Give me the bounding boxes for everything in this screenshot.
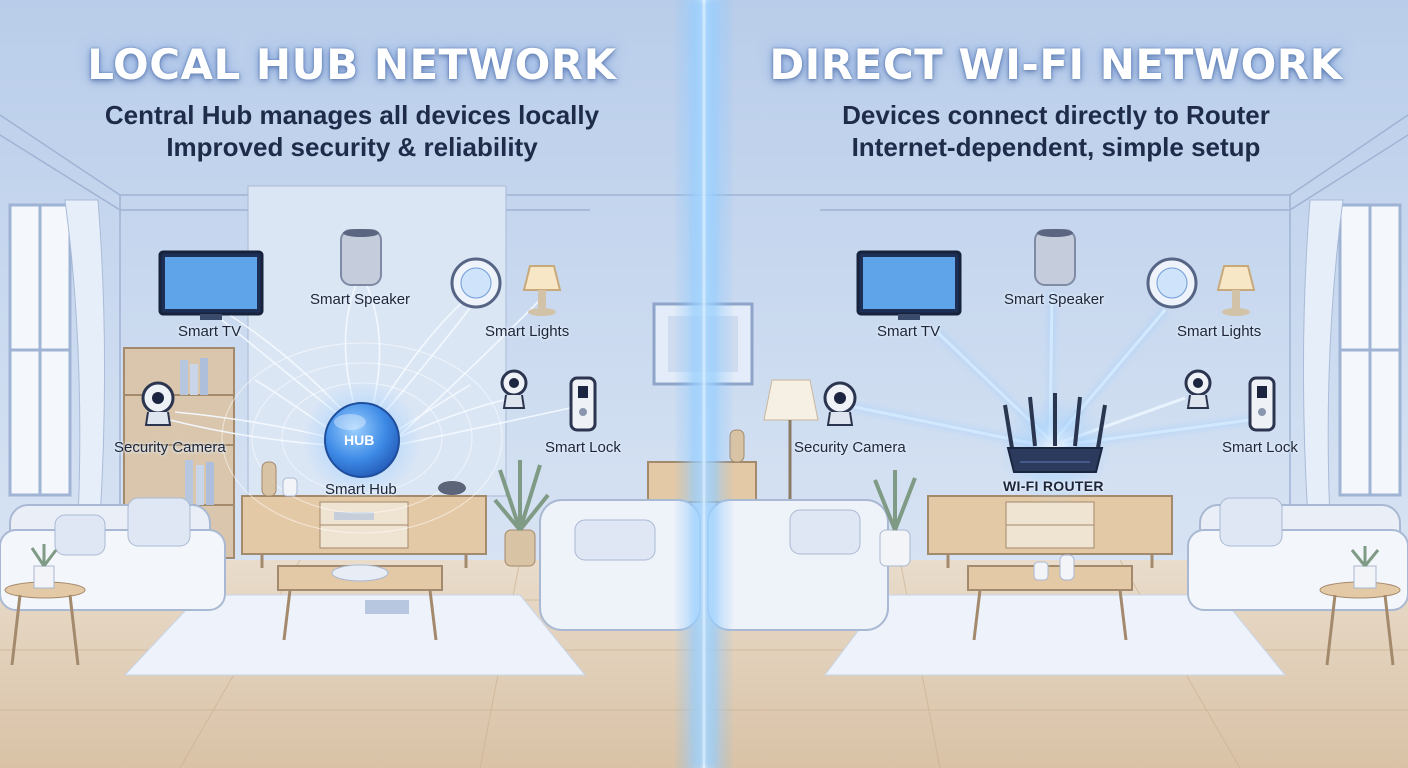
- center-right-sofa: [707, 499, 889, 631]
- vase: [1059, 554, 1075, 581]
- label-smart-lights: Smart Lights: [485, 323, 570, 340]
- label-wifi-router: WI-FI ROUTER: [1003, 478, 1104, 494]
- speaker-icon[interactable]: [340, 229, 382, 286]
- label-smart-lock: Smart Lock: [545, 439, 621, 456]
- right-tv-stand: [927, 495, 1173, 568]
- thermostat-icon[interactable]: [1146, 257, 1198, 309]
- hub-badge-text: HUB: [344, 432, 375, 448]
- label-security-camera: Security Camera: [794, 439, 906, 456]
- left-side-table: [4, 544, 86, 666]
- right-window: [1302, 199, 1402, 521]
- right-rug: [824, 594, 1287, 676]
- label-smart-speaker: Smart Speaker: [310, 291, 411, 308]
- right-subtitle-line1: Devices connect directly to Router: [842, 100, 1270, 130]
- divider-glow: [690, 0, 718, 768]
- left-coffee-table: [277, 564, 443, 641]
- left-title: LOCAL HUB NETWORK: [87, 40, 617, 89]
- lock-icon[interactable]: [569, 376, 597, 432]
- label-smart-speaker: Smart Speaker: [1004, 291, 1105, 308]
- tv-icon[interactable]: [158, 250, 264, 320]
- right-side-table: [1319, 546, 1401, 666]
- ceiling-molding: [0, 114, 1408, 560]
- left-subtitle-line2: Improved security & reliability: [166, 132, 538, 162]
- lamp-icon[interactable]: [522, 265, 562, 316]
- camera-icon[interactable]: [823, 381, 857, 426]
- label-smart-lights: Smart Lights: [1177, 323, 1262, 340]
- left-floor-plant: [493, 460, 550, 567]
- label-smart-tv: Smart TV: [178, 323, 242, 340]
- hub-highlight: [334, 414, 366, 430]
- small-pot: [282, 477, 298, 497]
- right-title: DIRECT WI-FI NETWORK: [769, 40, 1343, 89]
- small-pot: [1033, 561, 1049, 581]
- right-floor-plant: [873, 470, 917, 567]
- lamp-icon[interactable]: [1216, 265, 1256, 316]
- vase: [261, 461, 277, 497]
- router-icon[interactable]: [1000, 393, 1110, 505]
- speaker-icon[interactable]: [1034, 229, 1076, 286]
- small-speaker-puck: [438, 481, 466, 495]
- right-coffee-table: [967, 565, 1133, 641]
- label-security-camera: Security Camera: [114, 439, 226, 456]
- label-smart-lock: Smart Lock: [1222, 439, 1298, 456]
- camera-icon[interactable]: [1184, 369, 1212, 409]
- right-subtitle-line2: Internet-dependent, simple setup: [851, 132, 1261, 162]
- left-rug: [123, 594, 587, 676]
- camera-icon[interactable]: [141, 381, 175, 426]
- label-smart-tv: Smart TV: [877, 323, 941, 340]
- left-window: [8, 199, 106, 521]
- tv-icon[interactable]: [856, 250, 962, 320]
- hub-icon[interactable]: [324, 402, 400, 478]
- label-smart-hub: Smart Hub: [325, 481, 397, 498]
- thermostat-icon[interactable]: [450, 257, 502, 309]
- camera-icon[interactable]: [500, 369, 528, 409]
- center-left-armchair: [539, 499, 701, 631]
- lock-icon[interactable]: [1248, 376, 1276, 432]
- left-subtitle-line1: Central Hub manages all devices locally: [104, 100, 600, 130]
